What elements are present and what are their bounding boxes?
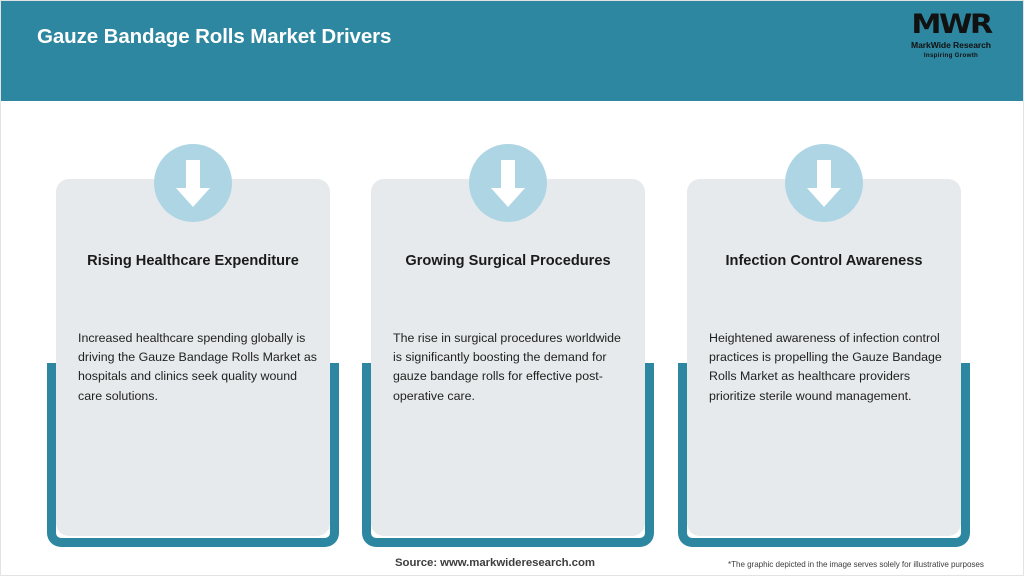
card-panel: Rising Healthcare Expenditure Increased … — [56, 179, 330, 536]
down-arrow-icon — [785, 144, 863, 222]
disclaimer-note: *The graphic depicted in the image serve… — [728, 560, 984, 569]
driver-cards-container: Rising Healthcare Expenditure Increased … — [1, 101, 1023, 547]
card-title: Infection Control Awareness — [725, 253, 923, 269]
card-title: Growing Surgical Procedures — [405, 253, 611, 269]
driver-card-1: Rising Healthcare Expenditure Increased … — [41, 101, 345, 547]
source-label: Source: www.markwideresearch.com — [395, 557, 595, 569]
brand-logo: MWR MarkWide Research Inspiring Growth — [899, 10, 1003, 64]
logo-tagline: Inspiring Growth — [923, 52, 979, 59]
card-panel: Growing Surgical Procedures The rise in … — [371, 179, 645, 536]
card-body-text: Heightened awareness of infection contro… — [709, 331, 942, 403]
driver-card-3: Infection Control Awareness Heightened a… — [672, 101, 976, 547]
logo-company-name: MarkWide Research — [911, 40, 991, 50]
card-frame — [47, 363, 339, 547]
card-frame — [678, 363, 970, 547]
card-body-text: Increased healthcare spending globally i… — [78, 331, 317, 403]
page-title: Gauze Bandage Rolls Market Drivers — [37, 25, 392, 48]
logo-monogram: MWR — [911, 9, 993, 40]
card-title: Rising Healthcare Expenditure — [87, 253, 299, 269]
driver-card-2: Growing Surgical Procedures The rise in … — [356, 101, 660, 547]
card-panel: Infection Control Awareness Heightened a… — [687, 179, 961, 536]
card-frame — [362, 363, 654, 547]
header-bar: Gauze Bandage Rolls Market Drivers MWR M… — [1, 1, 1023, 101]
card-body-text: The rise in surgical procedures worldwid… — [393, 331, 621, 403]
down-arrow-icon — [154, 144, 232, 222]
down-arrow-icon — [469, 144, 547, 222]
